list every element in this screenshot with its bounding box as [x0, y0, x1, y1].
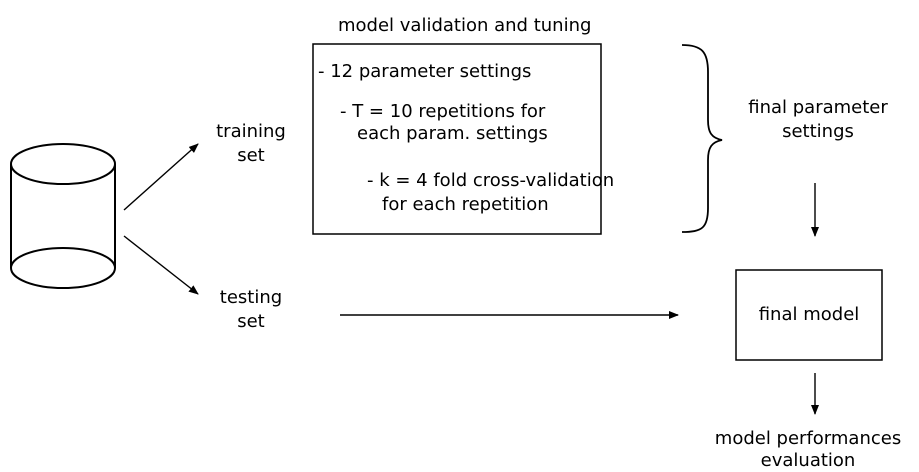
testing-set-line1: testing	[219, 287, 283, 308]
validation-item-3-cont: for each repetition	[382, 194, 549, 215]
training-set-line1: training	[216, 121, 286, 142]
arrow-to-testing	[123, 235, 199, 295]
arrow-to-training	[123, 143, 199, 211]
validation-item-1: - 12 parameter settings	[318, 61, 532, 82]
final-model-label: final model	[758, 304, 860, 325]
evaluation-line1: model performances	[714, 428, 902, 449]
evaluation-label: model performances evaluation	[700, 428, 916, 472]
testing-set-label: testing set	[196, 286, 306, 334]
validation-box	[312, 43, 602, 235]
final-params-line2: settings	[782, 121, 854, 142]
validation-item-2-cont: each param. settings	[357, 123, 548, 144]
final-model-box	[735, 269, 883, 361]
validation-title: model validation and tuning	[338, 15, 592, 36]
database-cylinder-icon	[10, 143, 116, 289]
validation-item-3: - k = 4 fold cross-validation	[367, 170, 615, 191]
evaluation-line2: evaluation	[760, 450, 856, 471]
final-params-line1: final parameter	[748, 97, 888, 118]
curly-brace	[681, 44, 723, 233]
testing-set-line2: set	[237, 311, 265, 332]
validation-item-2: - T = 10 repetitions for	[340, 101, 546, 122]
final-parameter-settings-label: final parameter settings	[728, 96, 908, 144]
training-set-line2: set	[237, 145, 265, 166]
training-set-label: training set	[196, 120, 306, 168]
